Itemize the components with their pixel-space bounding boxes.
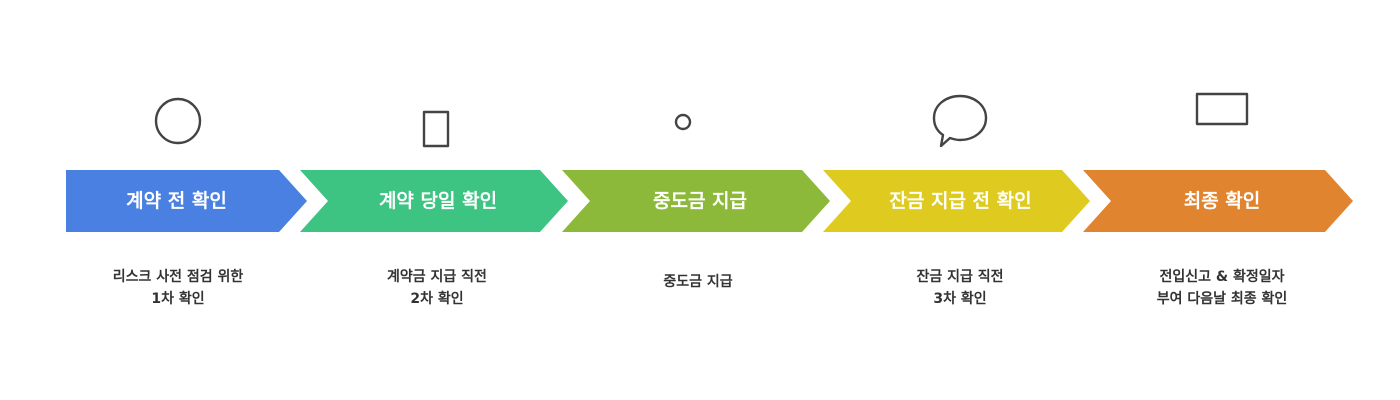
chat-check-icon bbox=[925, 86, 995, 156]
step-title: 계약 전 확인 bbox=[126, 190, 227, 212]
arrow-shape bbox=[1083, 170, 1353, 232]
arrow-shape bbox=[562, 170, 830, 232]
money-transfer-icon bbox=[663, 86, 733, 156]
board-check-icon bbox=[1187, 86, 1257, 156]
arrow-shape bbox=[823, 170, 1090, 232]
step-description: 계약금 지급 직전 2차 확인 bbox=[317, 266, 557, 310]
description-line-1: 리스크 사전 점검 위한 bbox=[112, 269, 244, 285]
step-arrow: 최종 확인 bbox=[1083, 170, 1353, 232]
description-line-2: 1차 확인 bbox=[151, 291, 205, 307]
step-description: 리스크 사전 점검 위한 1차 확인 bbox=[58, 266, 298, 310]
description-line-1: 잔금 지급 직전 bbox=[916, 269, 1004, 285]
arrow-shape bbox=[300, 170, 568, 232]
description-line-1: 전입신고 & 확정일자 bbox=[1159, 269, 1285, 285]
arrow-shape bbox=[66, 170, 307, 232]
description-line-2: 2차 확인 bbox=[410, 291, 464, 307]
description-line-2: 3차 확인 bbox=[933, 291, 987, 307]
description-line-1: 계약금 지급 직전 bbox=[387, 269, 487, 285]
step-title: 계약 당일 확인 bbox=[378, 190, 498, 212]
step-title: 잔금 지급 전 확인 bbox=[889, 190, 1032, 212]
house-target-icon bbox=[143, 86, 213, 156]
step-title: 최종 확인 bbox=[1183, 190, 1261, 212]
step-arrow: 잔금 지급 전 확인 bbox=[823, 170, 1090, 232]
description-line-2: 부여 다음날 최종 확인 bbox=[1156, 291, 1288, 307]
step-description: 잔금 지급 직전 3차 확인 bbox=[840, 266, 1080, 310]
step-arrow: 계약 전 확인 bbox=[66, 170, 307, 232]
step-arrow: 계약 당일 확인 bbox=[300, 170, 568, 232]
description-line-1: 중도금 지급 bbox=[663, 274, 733, 290]
step-arrow: 중도금 지급 bbox=[562, 170, 830, 232]
step-description: 중도금 지급 bbox=[578, 271, 818, 293]
step-title: 중도금 지급 bbox=[652, 190, 747, 212]
document-check-icon bbox=[402, 86, 472, 156]
